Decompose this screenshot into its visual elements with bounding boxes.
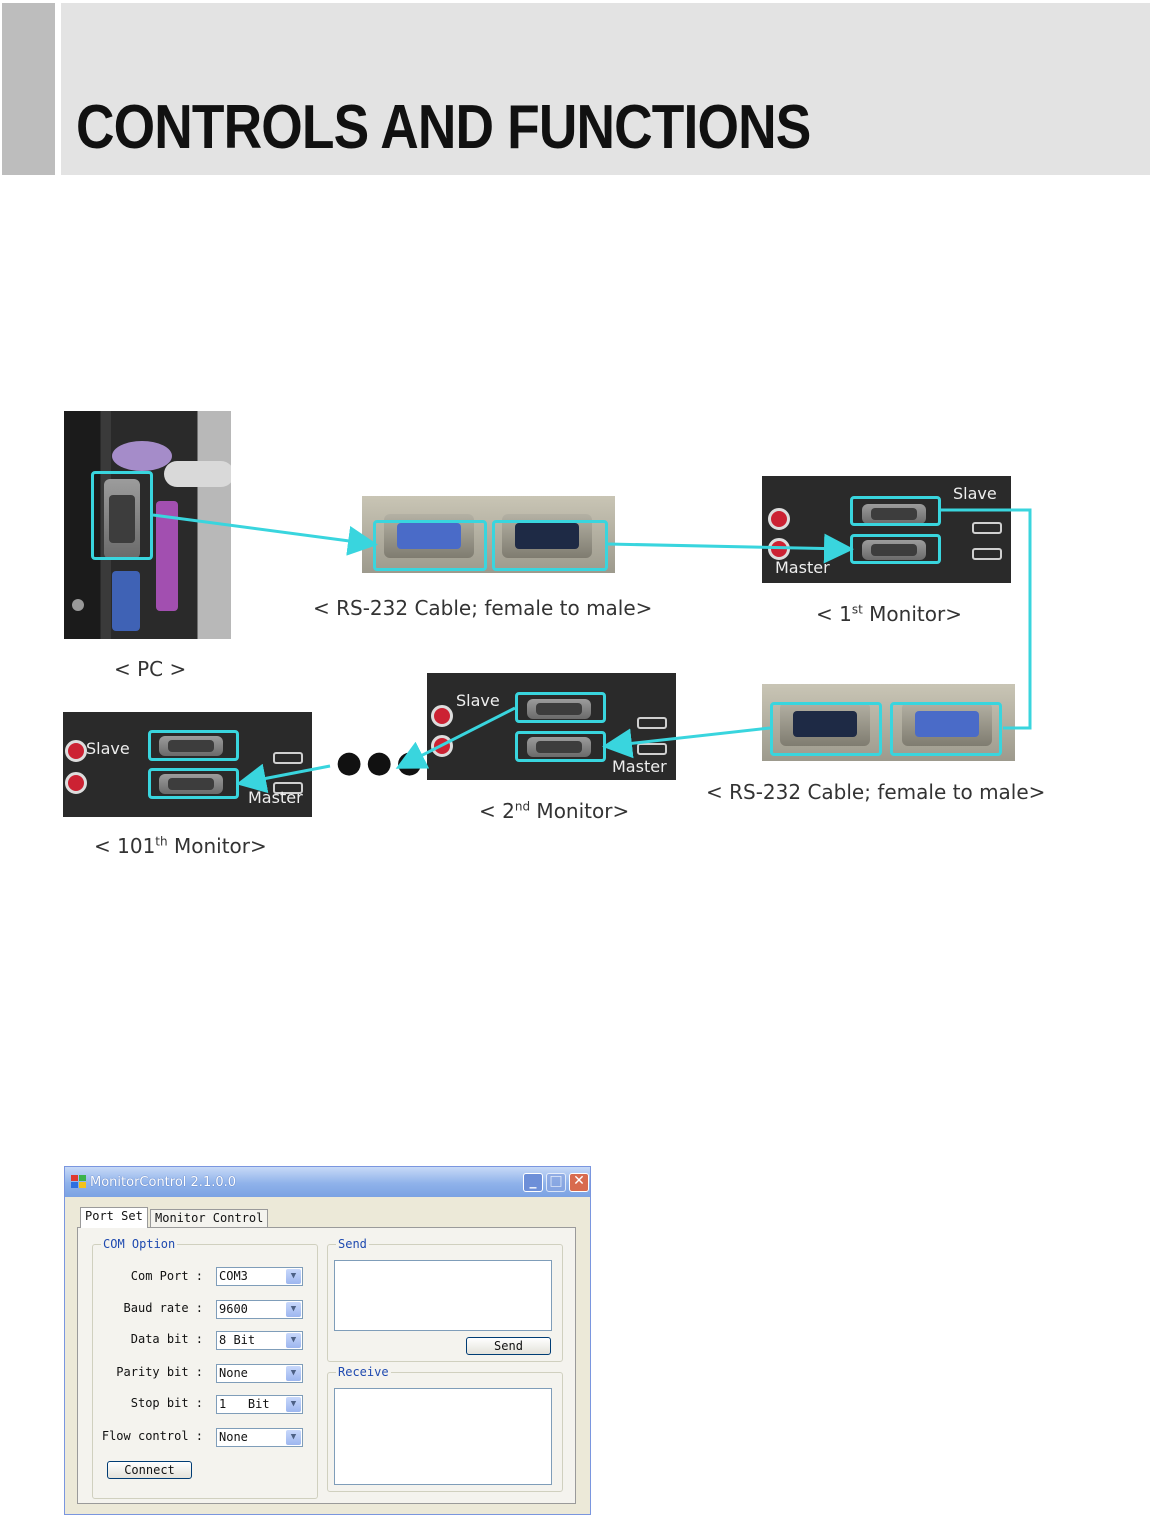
line-monitor1-to-cable2	[941, 508, 1032, 730]
stop-bit-label: Stop bit :	[130, 1396, 203, 1410]
com-option-group: COM Option Com Port : COM3▼ Baud rate : …	[92, 1237, 318, 1499]
line-ellipsis-to-monitor101	[236, 763, 331, 794]
pc-serial-highlight	[91, 471, 153, 560]
chevron-down-icon: ▼	[286, 1430, 301, 1445]
monitor2-panel	[427, 673, 676, 780]
title-bar[interactable]: MonitorControl 2.1.0.0 _ □ ✕	[65, 1167, 590, 1197]
monitor101-slave-label: Slave	[86, 739, 130, 758]
parity-bit-select[interactable]: None ▼	[216, 1364, 303, 1383]
flow-control-label: Flow control :	[101, 1429, 203, 1443]
monitor2-master-label: Master	[612, 757, 667, 776]
page-title: CONTROLS AND FUNCTIONS	[76, 93, 811, 162]
monitor-control-window: MonitorControl 2.1.0.0 _ □ ✕ Monitor Con…	[64, 1166, 591, 1515]
header-band	[61, 3, 1150, 175]
close-button[interactable]: ✕	[569, 1173, 589, 1192]
monitor101-caption: < 101th Monitor>	[94, 834, 267, 858]
chevron-down-icon: ▼	[286, 1269, 301, 1284]
cable2-caption: < RS-232 Cable; female to male>	[706, 780, 1046, 804]
monitor101-panel	[63, 712, 312, 817]
send-button[interactable]: Send	[466, 1337, 551, 1355]
data-bit-value: 8 Bit	[219, 1333, 256, 1347]
pc-caption: < PC >	[114, 657, 187, 681]
monitor1-slave-highlight	[850, 496, 941, 526]
line-pc-to-cable1	[152, 513, 378, 556]
baud-rate-value: 9600	[219, 1302, 248, 1316]
parity-bit-label: Parity bit :	[116, 1365, 203, 1379]
minimize-button[interactable]: _	[523, 1173, 543, 1192]
cable2-photo	[762, 684, 1015, 761]
header-side-block	[2, 3, 55, 175]
line-monitor2-to-ellipsis	[395, 706, 516, 769]
cable2-male-highlight	[770, 702, 882, 756]
window-title: MonitorControl 2.1.0.0	[90, 1175, 237, 1190]
line-cable2-to-monitor2	[602, 726, 771, 759]
monitor2-slave-highlight	[515, 692, 606, 723]
com-port-select[interactable]: COM3 ▼	[216, 1267, 303, 1286]
com-option-legend: COM Option	[101, 1237, 178, 1251]
pc-photo	[64, 411, 231, 639]
com-port-value: COM3	[219, 1269, 248, 1283]
cable1-male-highlight	[492, 520, 608, 571]
close-icon: ✕	[573, 1173, 585, 1189]
monitor1-caption: < 1st Monitor>	[816, 602, 962, 626]
flow-control-select[interactable]: None ▼	[216, 1428, 303, 1447]
tab-panel-port-set: COM Option Com Port : COM3▼ Baud rate : …	[77, 1227, 576, 1504]
data-bit-label: Data bit :	[130, 1332, 203, 1346]
minimize-icon: _	[529, 1173, 537, 1189]
chevron-down-icon: ▼	[286, 1397, 301, 1412]
monitor2-caption: < 2nd Monitor>	[479, 799, 630, 823]
chevron-down-icon: ▼	[286, 1302, 301, 1317]
maximize-icon: □	[549, 1173, 563, 1189]
send-group: Send Send	[327, 1237, 563, 1362]
chevron-down-icon: ▼	[286, 1333, 301, 1348]
app-icon	[71, 1175, 86, 1188]
line-cable1-to-monitor1	[607, 533, 854, 564]
monitor101-slave-highlight	[148, 730, 239, 761]
stop-bit-select[interactable]: 1 Bit ▼	[216, 1395, 303, 1414]
monitor1-slave-label: Slave	[953, 484, 997, 503]
receive-group: Receive	[327, 1365, 563, 1492]
receive-legend: Receive	[336, 1365, 391, 1379]
cable1-caption: < RS-232 Cable; female to male>	[313, 596, 653, 620]
tab-port-set[interactable]: Port Set	[80, 1207, 148, 1228]
cable2-female-highlight	[890, 702, 1002, 756]
flow-control-value: None	[219, 1430, 248, 1444]
stop-bit-value: 1 Bit	[219, 1397, 270, 1411]
monitor2-slave-label: Slave	[456, 691, 500, 710]
send-textarea[interactable]	[334, 1260, 552, 1331]
parity-bit-value: None	[219, 1366, 248, 1380]
baud-rate-label: Baud rate :	[123, 1301, 203, 1315]
maximize-button[interactable]: □	[546, 1173, 566, 1192]
connect-button[interactable]: Connect	[107, 1461, 192, 1479]
monitor1-panel	[762, 476, 1011, 583]
baud-rate-select[interactable]: 9600 ▼	[216, 1300, 303, 1319]
tab-monitor-control[interactable]: Monitor Control	[150, 1209, 269, 1228]
send-legend: Send	[336, 1237, 369, 1251]
com-port-label: Com Port :	[130, 1269, 203, 1283]
monitor1-master-label: Master	[775, 558, 830, 577]
data-bit-select[interactable]: 8 Bit ▼	[216, 1331, 303, 1350]
chevron-down-icon: ▼	[286, 1366, 301, 1381]
receive-textarea[interactable]	[334, 1388, 552, 1485]
